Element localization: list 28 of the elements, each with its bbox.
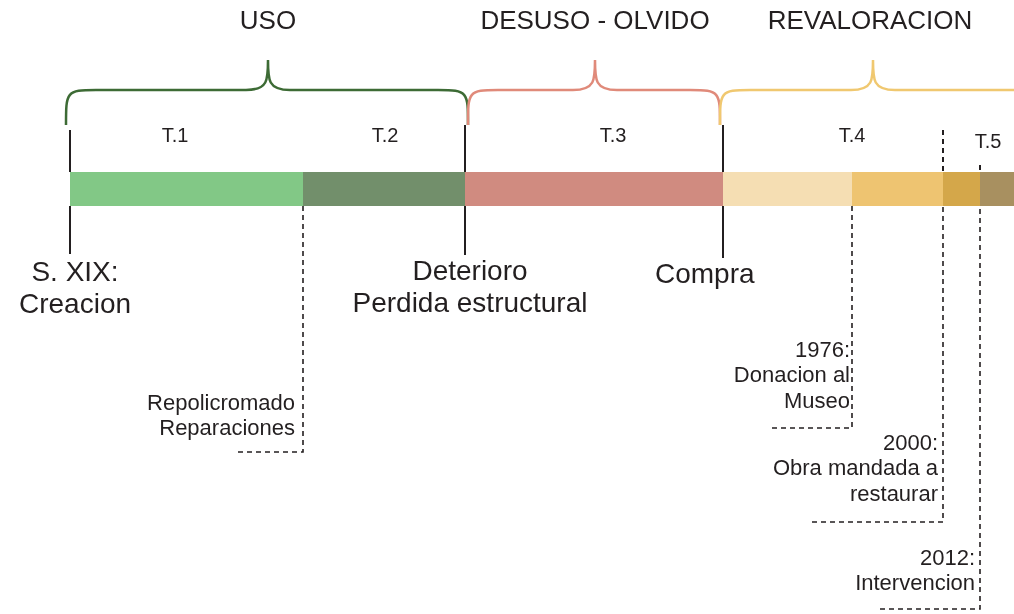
leader-line — [811, 205, 944, 523]
event-label: Deterioro Perdida estructural — [315, 255, 625, 320]
timeline-bar-segment — [303, 172, 465, 206]
timeline-bar-segment — [70, 172, 303, 206]
stage-label: T.5 — [974, 130, 1002, 153]
leader-line — [771, 205, 853, 429]
timeline-bar-segment — [943, 172, 980, 206]
event-label: Compra — [655, 258, 795, 291]
event-label: 1976: Donacion al Museo — [700, 337, 850, 413]
marker-line — [464, 205, 466, 256]
stage-label: T.2 — [371, 124, 399, 147]
timeline-bar-segment — [465, 172, 723, 206]
event-label: 2000: Obra mandada a restaurar — [760, 430, 938, 506]
period-label: USO — [239, 6, 297, 36]
stage-label: T.1 — [161, 124, 189, 147]
period-label: DESUSO - OLVIDO — [480, 6, 710, 36]
timeline-bar-segment — [980, 172, 1014, 206]
event-label: 2012: Intervencion — [800, 545, 975, 596]
event-label: S. XIX: Creacion — [0, 256, 150, 321]
period-label: REVALORACION — [767, 6, 973, 36]
marker-line — [722, 205, 724, 259]
stage-label: T.3 — [599, 124, 627, 147]
timeline-bar-segment — [723, 172, 852, 206]
stage-label: T.4 — [838, 124, 866, 147]
marker-line — [69, 205, 71, 255]
timeline-bar-segment — [852, 172, 943, 206]
event-label: Repolicromado Reparaciones — [90, 390, 295, 441]
leader-line — [237, 205, 304, 453]
